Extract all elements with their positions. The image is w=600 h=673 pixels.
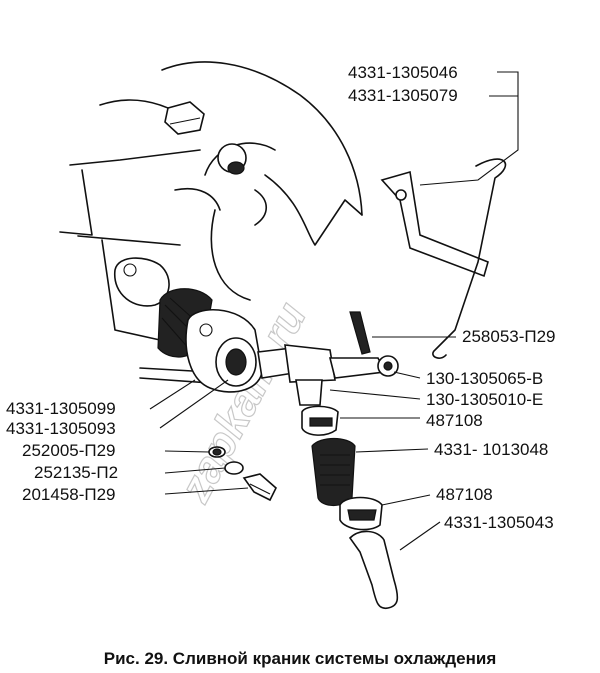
hose-drawing <box>301 405 399 610</box>
label-252135-p2: 252135-П2 <box>34 463 118 482</box>
label-252005-p29: 252005-П29 <box>22 441 116 460</box>
label-201458-p29: 201458-П29 <box>22 485 116 504</box>
label-4331-1305099: 4331-1305099 <box>6 399 116 418</box>
engine-block-drawing <box>59 61 363 384</box>
label-4331-1305046: 4331-1305046 <box>348 63 458 82</box>
drain-cock-drawing <box>185 309 399 406</box>
figure-caption: Рис. 29. Сливной краник системы охлажден… <box>104 649 497 668</box>
label-487108-top: 487108 <box>426 411 483 430</box>
bracket-drawing <box>380 158 507 359</box>
label-4331-1305043: 4331-1305043 <box>444 513 554 532</box>
leader-lines <box>149 71 519 551</box>
label-487108-lower: 487108 <box>436 485 493 504</box>
fasteners-drawing <box>208 446 277 502</box>
label-4331-1305079: 4331-1305079 <box>348 86 458 105</box>
label-4331-1013048: 4331- 1013048 <box>434 440 548 459</box>
label-4331-1305093: 4331-1305093 <box>6 419 116 438</box>
label-130-1305065-v: 130-1305065-В <box>426 369 543 388</box>
label-130-1305010-e: 130-1305010-Е <box>426 390 543 409</box>
label-258053-p29: 258053-П29 <box>462 327 556 346</box>
